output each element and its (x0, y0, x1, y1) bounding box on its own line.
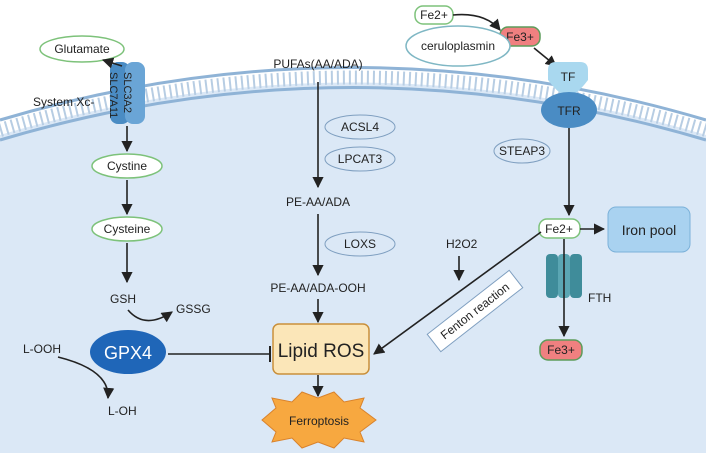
svg-text:Fe2+: Fe2+ (420, 8, 448, 22)
svg-text:Fe3+: Fe3+ (506, 30, 534, 44)
svg-text:Iron pool: Iron pool (622, 222, 676, 238)
fe2-top-node: Fe2+ (414, 5, 454, 25)
pe-aa-ada-ooh-label: PE-AA/ADA-OOH (270, 281, 365, 295)
loxs-node: LOXS (324, 231, 396, 257)
cell-membrane-inner (0, 86, 706, 142)
acsl4-node: ACSL4 (324, 114, 396, 140)
slc3a2-label: SLC3A2 (121, 72, 133, 113)
svg-text:Lipid ROS: Lipid ROS (278, 341, 365, 362)
fe3-bottom-node: Fe3+ (539, 339, 583, 361)
gpx4-node: GPX4 (90, 330, 166, 374)
glutamate-node: Glutamate (39, 35, 125, 63)
svg-text:ACSL4: ACSL4 (341, 120, 379, 134)
cysteine-node: Cysteine (91, 216, 163, 242)
svg-text:Cystine: Cystine (107, 159, 147, 173)
gssg-label: GSSG (176, 302, 211, 316)
arrow-gsh-to-gssg (127, 309, 173, 323)
svg-text:Ferroptosis: Ferroptosis (289, 414, 349, 428)
pufas-label: PUFAs(AA/ADA) (273, 57, 362, 71)
pe-aa-ada-label: PE-AA/ADA (286, 195, 350, 209)
svg-text:TF: TF (561, 70, 576, 84)
svg-text:Fe3+: Fe3+ (547, 343, 575, 357)
ceruloplasmin-node: ceruloplasmin (405, 25, 511, 67)
arrow-fe2-to-fe3 (452, 13, 501, 31)
steap3-node: STEAP3 (493, 138, 551, 164)
svg-text:LPCAT3: LPCAT3 (338, 152, 383, 166)
h2o2-label: H2O2 (446, 237, 478, 251)
system-xc-transporter: SLC3A2 SLC7A11 (107, 62, 145, 124)
svg-text:Fe2+: Fe2+ (545, 222, 573, 236)
l-oh-label: L-OH (108, 404, 137, 418)
lpcat3-node: LPCAT3 (324, 146, 396, 172)
slc7a11-label: SLC7A11 (107, 72, 119, 118)
iron-pool-node: Iron pool (607, 206, 691, 253)
system-xc-label: System Xc- (33, 95, 94, 109)
gsh-label: GSH (110, 292, 136, 306)
svg-text:Cysteine: Cysteine (104, 222, 151, 236)
fth-label: FTH (588, 291, 611, 305)
svg-text:LOXS: LOXS (344, 237, 376, 251)
fe3-top-node: Fe3+ (499, 26, 541, 47)
cell-membrane-lipids (0, 70, 706, 137)
cell-membrane (0, 66, 706, 122)
fe2-mid-node: Fe2+ (538, 218, 581, 239)
fth-protein (546, 254, 582, 298)
svg-text:ceruloplasmin: ceruloplasmin (421, 39, 495, 53)
svg-text:STEAP3: STEAP3 (499, 144, 545, 158)
arrow-fe2-to-lipidros (373, 231, 542, 355)
ferroptosis-node: Ferroptosis (261, 391, 377, 449)
svg-text:GPX4: GPX4 (104, 343, 152, 363)
tf-node: TF (548, 62, 588, 96)
lipid-ros-node: Lipid ROS (272, 323, 370, 375)
svg-text:Glutamate: Glutamate (54, 42, 110, 56)
arrow-to-glutamate (101, 57, 123, 69)
cystine-node: Cystine (91, 153, 163, 179)
arrow-looh-to-loh (57, 356, 115, 400)
tfr-node: TFR (541, 92, 597, 128)
cell-cytoplasm (0, 82, 706, 453)
svg-text:TFR: TFR (557, 104, 581, 118)
l-ooh-label: L-OOH (23, 342, 61, 356)
